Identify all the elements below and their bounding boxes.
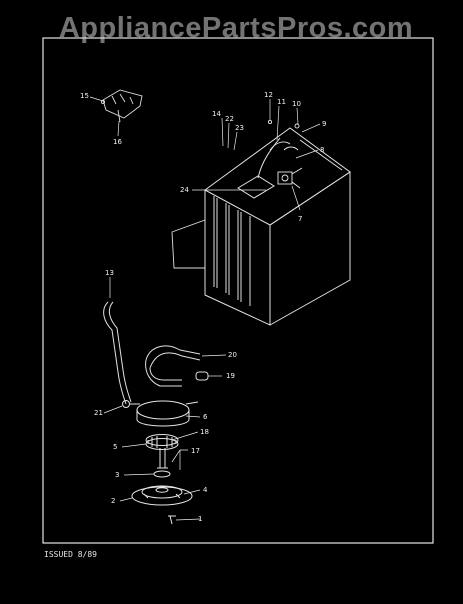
callout-4: 4 [203, 486, 208, 494]
callout-21: 21 [94, 409, 103, 417]
site-watermark: AppliancePartsPros.com [58, 12, 414, 44]
hoses-drawing [103, 301, 209, 405]
side-panel-drawing [171, 219, 206, 269]
callout-16: 16 [113, 138, 122, 146]
callout-3: 3 [115, 471, 119, 479]
pump-assembly-drawing [122, 400, 199, 525]
callout-labels: 1 2 3 4 5 6 7 8 9 10 11 12 13 14 15 16 1… [80, 91, 326, 523]
bracket-assembly-drawing [100, 89, 143, 123]
issued-date: ISSUED 8/89 [44, 550, 97, 559]
callout-8: 8 [320, 146, 324, 154]
callout-6: 6 [203, 413, 208, 421]
leader-lines [89, 96, 321, 521]
callout-20: 20 [228, 351, 237, 359]
callout-9: 9 [322, 120, 326, 128]
callout-5: 5 [113, 443, 117, 451]
callout-14: 14 [212, 110, 221, 118]
callout-23: 23 [235, 124, 244, 132]
callout-15: 15 [80, 92, 89, 100]
callout-19: 19 [226, 372, 235, 380]
callout-13: 13 [105, 269, 114, 277]
callout-18: 18 [200, 428, 209, 436]
cabinet-drawing [204, 127, 351, 326]
callout-22: 22 [225, 115, 234, 123]
callout-2: 2 [111, 497, 115, 505]
callout-7: 7 [298, 215, 302, 223]
diagram-frame [42, 37, 434, 544]
callout-1: 1 [198, 515, 202, 523]
callout-24: 24 [180, 186, 189, 194]
callout-12: 12 [264, 91, 273, 99]
valve-cluster-drawing [267, 119, 303, 189]
callout-17: 17 [191, 447, 200, 455]
callout-11: 11 [277, 98, 286, 106]
callout-10: 10 [292, 100, 301, 108]
